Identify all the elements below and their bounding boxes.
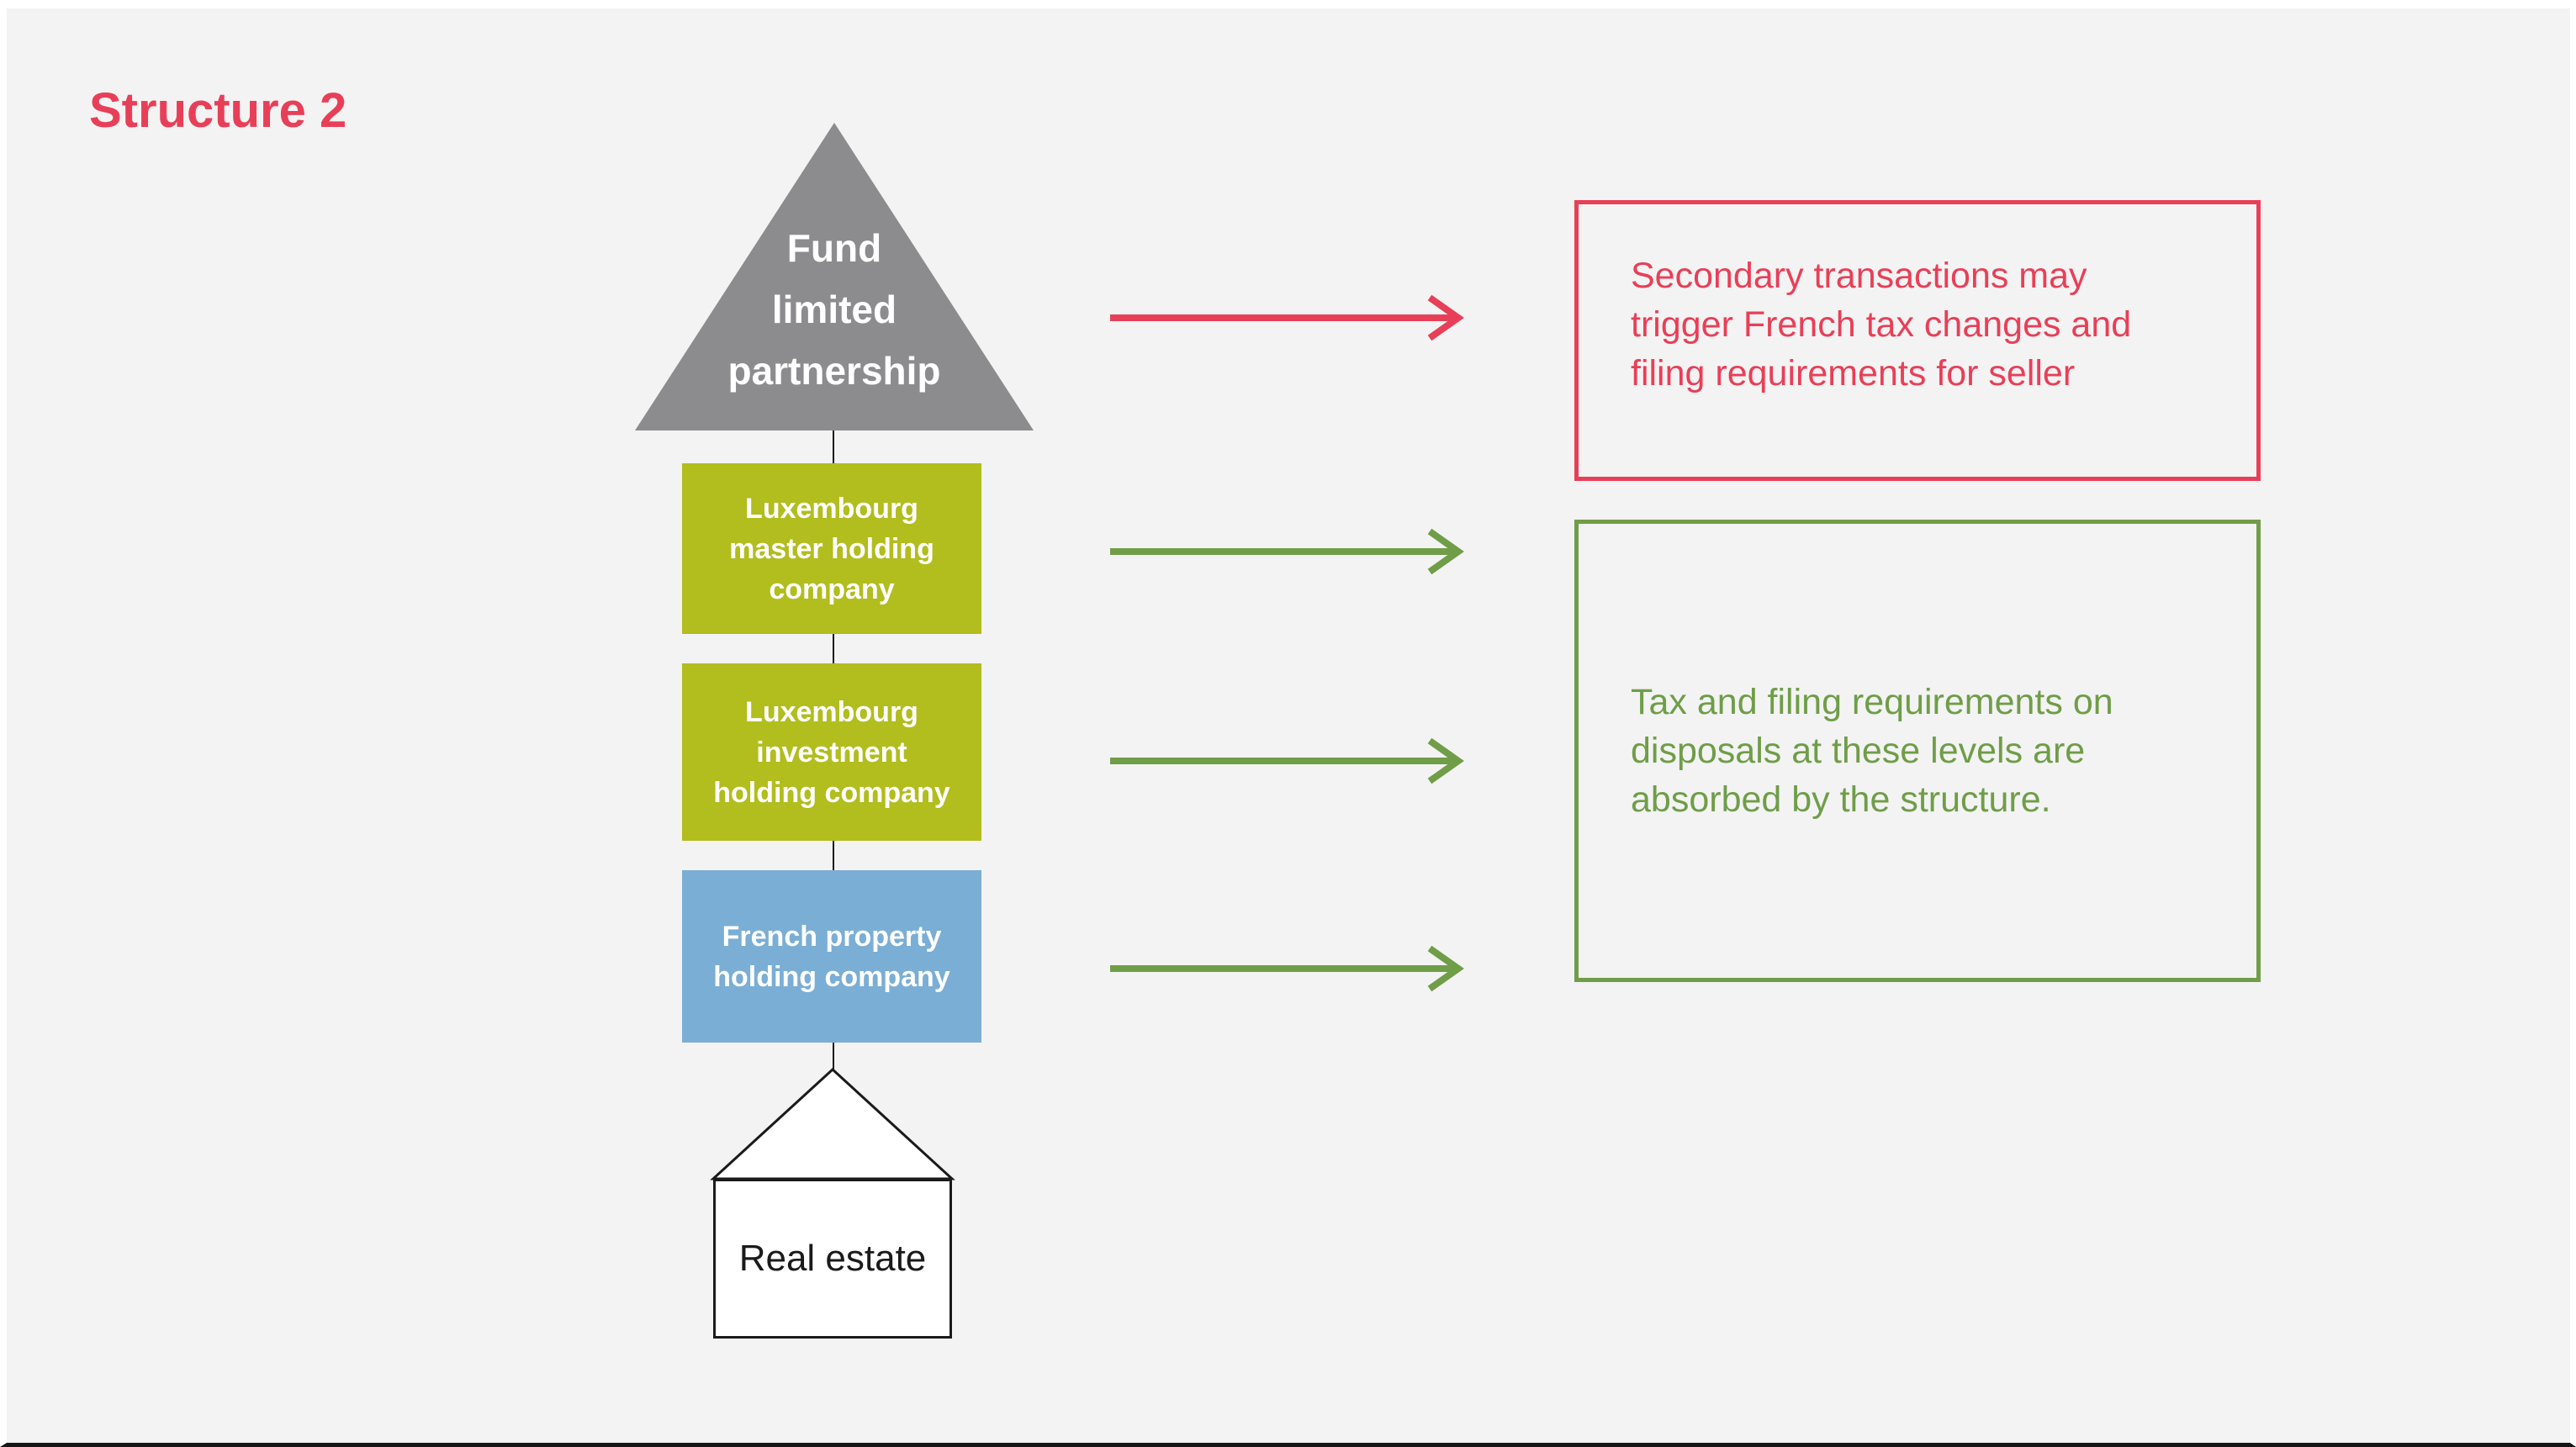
node-label-line: partnership <box>727 349 941 393</box>
node-label-line: company <box>769 573 895 605</box>
arrow-green-investment-to-note <box>1110 737 1464 784</box>
note-text-line: Tax and filing requirements on <box>1631 682 2113 722</box>
node-label-line: French property <box>722 920 942 953</box>
note-secondary-transactions: Secondary transactions may trigger Frenc… <box>1574 200 2261 481</box>
node-label-line: Fund <box>786 226 882 270</box>
node-label-line: Luxembourg <box>745 492 918 525</box>
node-real-estate: Real estate <box>713 1179 952 1339</box>
note-text-line: trigger French tax changes and <box>1631 304 2132 345</box>
node-luxembourg-investment-holding: Luxembourg investment holding company <box>682 663 981 841</box>
page-title: Structure 2 <box>89 83 347 138</box>
node-label-line: investment <box>756 736 907 768</box>
node-label-line: Real estate <box>738 1238 927 1279</box>
connector-line <box>833 430 834 463</box>
node-luxembourg-master-holding: Luxembourg master holding company <box>682 463 981 634</box>
node-label-line: master holding <box>729 532 934 565</box>
connector-line <box>833 1043 834 1071</box>
node-fund-limited-partnership: Fund limited partnership <box>635 123 1034 430</box>
note-text-line: disposals at these levels are <box>1631 731 2086 771</box>
node-label-line: holding company <box>713 960 950 993</box>
connector-line <box>833 841 834 870</box>
note-tax-absorbed: Tax and filing requirements on disposals… <box>1574 520 2261 982</box>
connector-line <box>833 634 834 663</box>
node-french-property-holding: French property holding company <box>682 870 981 1043</box>
arrow-green-master-to-note <box>1110 528 1464 575</box>
note-text-line: Secondary transactions may <box>1631 256 2087 296</box>
house-roof-icon <box>710 1067 955 1180</box>
node-label-line: limited <box>771 288 897 331</box>
arrow-red-fund-to-note <box>1110 294 1464 341</box>
note-text-line: filing requirements for seller <box>1631 353 2076 393</box>
node-label-line: Luxembourg <box>745 695 918 728</box>
node-label-line: holding company <box>713 776 950 809</box>
note-text-line: absorbed by the structure. <box>1631 779 2051 820</box>
arrow-green-french-to-note <box>1110 945 1464 992</box>
